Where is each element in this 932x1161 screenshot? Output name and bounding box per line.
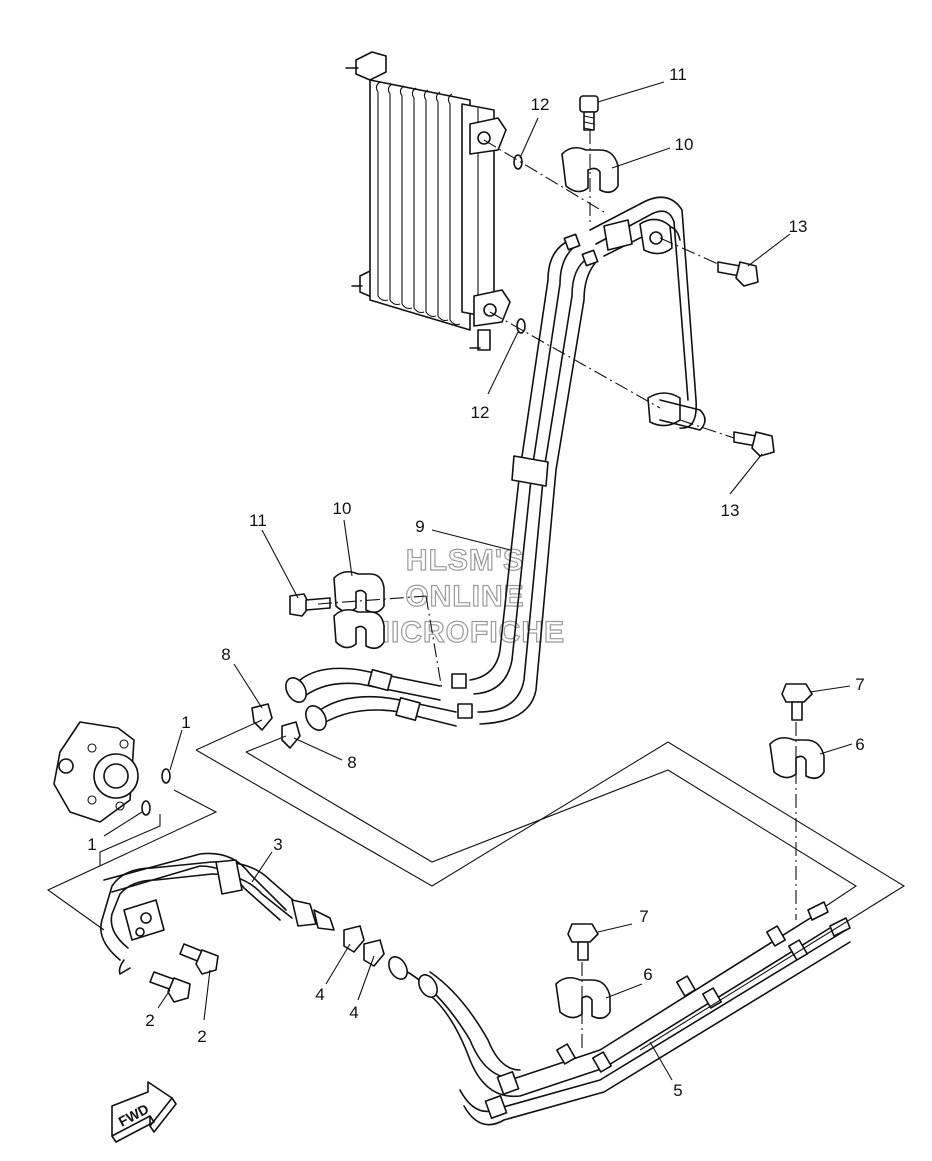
callout-3: 3 — [273, 835, 282, 854]
pipe-clamp-6-lower — [555, 976, 611, 1020]
hose-clip-8-b — [281, 721, 301, 749]
o-ring-12-upper — [513, 154, 523, 170]
bolt-13-upper — [717, 261, 759, 287]
bolt-7-upper — [781, 683, 813, 721]
pipe-clamp-6-upper — [769, 736, 825, 780]
bolt-2-b — [179, 943, 219, 975]
callout-8-upper: 8 — [221, 645, 230, 664]
watermark-line-1: HLSM'S — [406, 544, 524, 577]
callout-5: 5 — [673, 1081, 682, 1100]
reference-lines — [46, 130, 906, 1051]
callout-13-upper: 13 — [789, 217, 808, 236]
callout-10-lower: 10 — [333, 499, 352, 518]
oil-cooler — [345, 51, 511, 351]
callout-1-lower: 1 — [87, 835, 96, 854]
callout-12-lower: 12 — [471, 403, 490, 422]
flex-hose-upper — [285, 667, 457, 731]
o-ring-12-lower — [516, 318, 526, 334]
bolt-2-a — [149, 971, 191, 1003]
pipe-clamp-10-upper — [561, 146, 619, 194]
callout-8-lower: 8 — [347, 753, 356, 772]
hose-clip-4-b — [363, 939, 385, 967]
callout-1-upper: 1 — [181, 713, 190, 732]
oil-pipe-upper — [451, 196, 706, 725]
o-ring-1-lower — [141, 800, 151, 816]
fwd-arrow-icon: FWD — [111, 1081, 177, 1143]
o-ring-1-upper — [161, 768, 171, 784]
callout-leaders — [103, 81, 853, 1081]
bolt-11-upper — [579, 95, 599, 131]
pipe-clamp-10-lower — [333, 570, 385, 650]
callout-6-lower: 6 — [643, 965, 652, 984]
callout-2-right: 2 — [197, 1027, 206, 1046]
oil-pipe-5 — [388, 901, 851, 1126]
bolt-13-lower — [733, 431, 775, 457]
callout-2-left: 2 — [145, 1011, 154, 1030]
bolt-11-lower — [289, 593, 331, 617]
callout-4-right: 4 — [349, 1003, 358, 1022]
callout-6-upper: 6 — [855, 735, 864, 754]
engine-housing — [53, 721, 139, 823]
hose-clip-8-a — [251, 703, 273, 731]
watermark-line-3: MICROFICHE — [365, 616, 565, 649]
watermark: HLSM'S ONLINE MICROFICHE — [364, 543, 565, 649]
callout-11-upper: 11 — [669, 65, 687, 84]
callout-10-upper: 10 — [675, 135, 694, 154]
bolt-7-lower — [567, 923, 599, 961]
callout-9: 9 — [415, 517, 424, 536]
callout-labels: 1 1 2 2 3 4 4 5 6 6 7 7 8 8 9 10 10 11 1… — [87, 65, 864, 1100]
callout-13-lower: 13 — [721, 501, 740, 520]
callout-7-upper: 7 — [855, 675, 864, 694]
callout-7-lower: 7 — [639, 907, 648, 926]
callout-4-left: 4 — [315, 985, 324, 1004]
oil-pipe-3 — [100, 852, 335, 975]
callout-11-lower: 11 — [249, 511, 267, 530]
callout-12-upper: 12 — [531, 95, 550, 114]
